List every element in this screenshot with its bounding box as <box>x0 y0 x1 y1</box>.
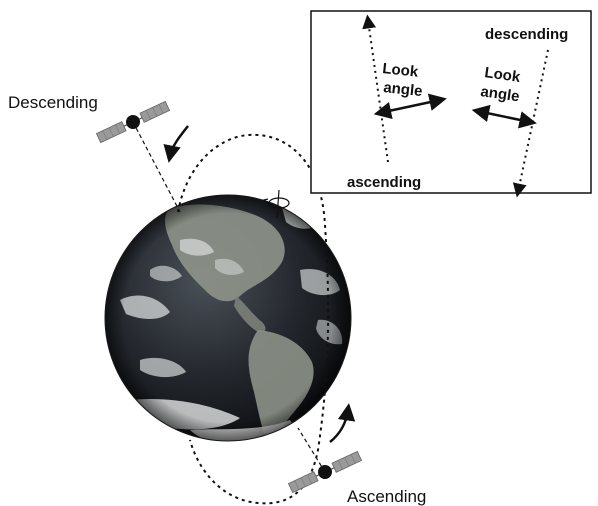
orbit-path <box>177 133 330 505</box>
ascending-label: Ascending <box>347 487 426 506</box>
inset-ascending-label: ascending <box>347 174 421 191</box>
inset-look-angle-arrow-right <box>471 104 537 129</box>
satellite-icon-ascending <box>287 450 363 494</box>
inset-look-angle-arrow-left <box>373 93 447 120</box>
inset-look-angle-left-line1: Look <box>382 60 420 81</box>
curved-arrow-icon-descending <box>163 125 189 163</box>
curved-arrow-icon-ascending <box>329 403 356 443</box>
inset-look-angle-right-line2: angle <box>479 83 520 105</box>
inset-look-angle-left-line2: angle <box>383 79 424 100</box>
earth-icon <box>104 194 352 442</box>
inset-panel: descending ascending Look angle Look ang… <box>310 10 592 198</box>
inset-descending-label: descending <box>485 26 568 43</box>
descending-look-line <box>132 121 181 213</box>
inset-look-angle-right-line1: Look <box>483 64 521 86</box>
satellite-icon-descending <box>95 100 171 144</box>
ascending-look-line <box>297 427 326 473</box>
rotation-icon <box>262 189 290 219</box>
descending-label: Descending <box>8 93 98 112</box>
